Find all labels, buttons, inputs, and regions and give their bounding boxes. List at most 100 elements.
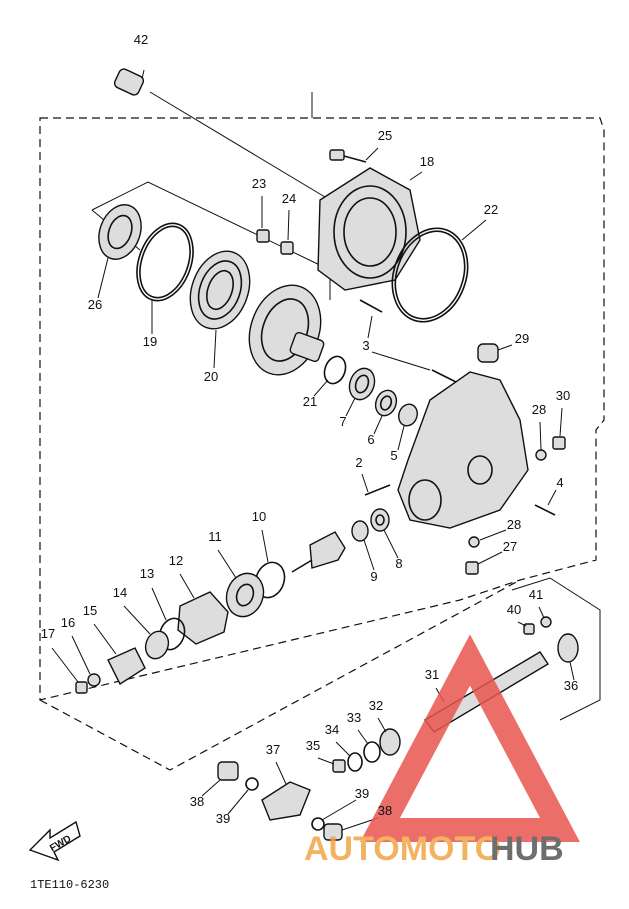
callout-32: 32: [369, 698, 383, 713]
callout-23: 23: [252, 176, 266, 191]
callout-7: 7: [339, 414, 346, 429]
callout-26: 26: [88, 297, 102, 312]
callout-15: 15: [83, 603, 97, 618]
assembly-frame-lower: [39, 579, 521, 771]
part-28-washer-upper: [535, 421, 547, 461]
ring-gear: [248, 284, 325, 376]
callout-38: 38: [190, 794, 204, 809]
catalog-code: 1TE110-6230: [30, 878, 109, 892]
callout-39: 39: [355, 786, 369, 801]
part-36-spring: [557, 633, 579, 681]
part-8-bearing: [370, 508, 399, 559]
part-11-bearing: [217, 549, 265, 618]
callout-16: 16: [61, 615, 75, 630]
part-27-drain-plug: [465, 551, 503, 575]
callout-29: 29: [515, 331, 529, 346]
part-10-o-ring: [254, 529, 286, 599]
watermark-text-b: HUB: [490, 830, 564, 868]
watermark-text-a: AUTOMOTO: [304, 830, 501, 868]
callout-18: 18: [420, 154, 434, 169]
callout-31: 31: [425, 667, 439, 682]
part-16-washer: [71, 635, 101, 687]
part-33-washer: [357, 729, 381, 763]
part-37-universal-joint: [261, 761, 311, 821]
gear-case: [397, 371, 529, 529]
part-21-shim: [313, 355, 347, 397]
shaft-group-frame: [511, 577, 601, 721]
callout-3: 3: [362, 338, 369, 353]
part-5-washer: [397, 403, 418, 451]
callout-2: 2: [355, 455, 362, 470]
part-14-seal: [123, 605, 170, 660]
part-40-nut: [517, 621, 535, 635]
callout-38b: 38: [378, 803, 392, 818]
part-3-stud: [359, 299, 457, 383]
part-19-o-ring: [136, 222, 194, 334]
callout-40: 40: [507, 602, 521, 617]
callout-27: 27: [503, 539, 517, 554]
callout-28: 28: [532, 402, 546, 417]
callout-5: 5: [390, 448, 397, 463]
callout-24: 24: [282, 191, 296, 206]
part-15-coupling: [93, 623, 146, 686]
part-29-cap: [477, 343, 513, 363]
part-17-nut: [51, 647, 88, 694]
part-25-bolt: [329, 147, 379, 163]
part-34-washer: [335, 741, 363, 772]
callout-21: 21: [303, 394, 317, 409]
part-41-washer: [538, 606, 552, 628]
forward-arrow-icon: FWD: [28, 820, 81, 862]
part-23-nut: [256, 196, 270, 243]
part-39-clip-right: [311, 799, 357, 831]
watermark-triangle: [360, 634, 580, 842]
part-6-bearing: [373, 389, 398, 435]
part-24-nut: [280, 209, 294, 255]
callout-10: 10: [252, 509, 266, 524]
part-42-sleeve: [113, 68, 145, 96]
callout-17: 17: [41, 626, 55, 641]
callout-12: 12: [169, 553, 183, 568]
part-18-bearing-housing: [317, 167, 423, 291]
callout-11: 11: [208, 529, 222, 544]
part-28-washer-lower: [468, 529, 507, 548]
callout-37: 37: [266, 742, 280, 757]
callout-4: 4: [556, 475, 563, 490]
callout-20: 20: [204, 369, 218, 384]
callout-6: 6: [367, 432, 374, 447]
part-2-stud: [361, 473, 391, 496]
pinion-gear: [291, 531, 346, 573]
callout-14: 14: [113, 585, 127, 600]
assembly-frame-upper: [39, 117, 605, 701]
part-35-nut: [317, 757, 346, 773]
part-32-seal: [377, 717, 401, 756]
part-30-bolt: [552, 407, 566, 450]
callout-13: 13: [140, 566, 154, 581]
callout-30: 30: [556, 388, 570, 403]
part-4-breather: [534, 489, 557, 516]
callout-34: 34: [325, 722, 339, 737]
callout-36: 36: [564, 678, 578, 693]
callout-35: 35: [306, 738, 320, 753]
callout-9: 9: [370, 569, 377, 584]
callout-42: 42: [134, 32, 148, 47]
part-7-bearing: [345, 367, 376, 417]
part-9-bearing: [351, 520, 375, 571]
callout-33: 33: [347, 710, 361, 725]
part-12-bearing-housing: [177, 573, 229, 645]
callout-25: 25: [378, 128, 392, 143]
part-38-bearing-left: [201, 761, 239, 797]
callout-41: 41: [529, 587, 543, 602]
part-20-bearing: [189, 250, 251, 369]
watermark: AUTOMOTO HUB: [304, 634, 580, 868]
part-22-o-ring: [391, 219, 487, 323]
part-38-bearing-right: [323, 817, 379, 841]
callout-28b: 28: [507, 517, 521, 532]
part-39-clip-left: [227, 777, 259, 815]
callout-19: 19: [143, 334, 157, 349]
callout-39b: 39: [216, 811, 230, 826]
callout-22: 22: [484, 202, 498, 217]
callout-8: 8: [395, 556, 402, 571]
